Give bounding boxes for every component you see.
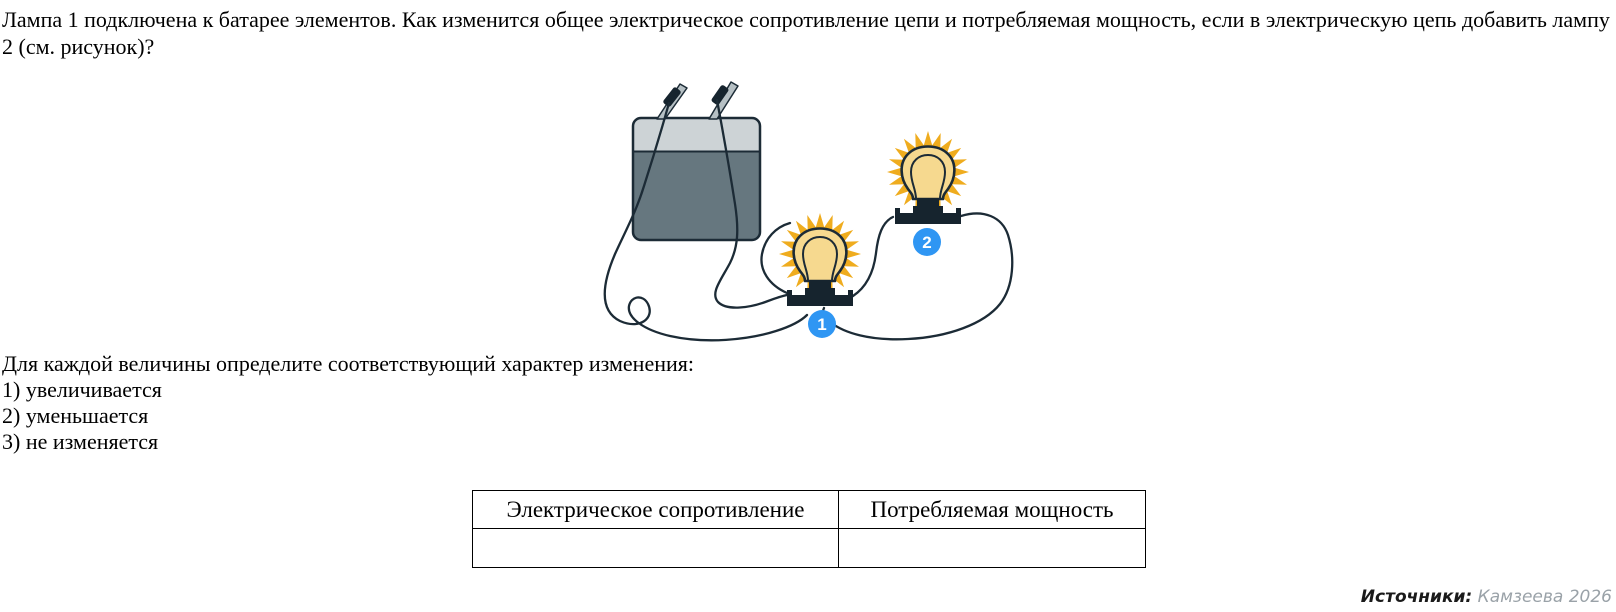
wire-battery-right-to-lamp1: [714, 98, 789, 309]
lamp-1-badge-label: 1: [817, 315, 826, 334]
lamp-2-filament: [909, 153, 947, 200]
answer-cell-power[interactable]: [838, 528, 1146, 568]
battery-outline: [631, 116, 762, 242]
lamp-2-badge-label: 2: [922, 233, 931, 252]
lamp-2-badge-circle: [913, 228, 941, 256]
option-decreases: 2) уменьшается: [2, 403, 149, 428]
answer-cell-resistance[interactable]: [472, 528, 839, 568]
wire-battery-left-loop: [603, 101, 809, 342]
question-text: Лампа 1 подключена к батарее элементов. …: [2, 7, 1610, 59]
lamp-1-screw: [809, 280, 831, 289]
lamp-1-badge: 1: [808, 310, 836, 338]
option-unchanged: 3) не изменяется: [2, 429, 159, 454]
instruction-prompt: Для каждой величины определите соответст…: [2, 351, 695, 376]
battery-top-band: [634, 119, 759, 151]
table-answer-row: [472, 528, 1146, 568]
lamp-2-badge: 2: [913, 228, 941, 256]
instruction-block: Для каждой величины определите соответст…: [2, 351, 694, 455]
circuit-figure: 1 2: [603, 81, 1014, 342]
battery-icon: [631, 81, 762, 242]
wire-clip-left: [663, 87, 681, 107]
lamp-1-filament: [801, 235, 839, 282]
wire-clip-right: [711, 85, 729, 105]
lamp-2-icon: [887, 131, 969, 224]
lamp-2-socket: [895, 206, 961, 224]
lamp-1-socket: [787, 288, 853, 306]
source-label: Источники:: [1360, 587, 1473, 607]
answer-table: Электрическое сопротивление Потребляемая…: [472, 490, 1146, 568]
header-resistance: Электрическое сопротивление: [472, 490, 839, 529]
lamp-1-badge-circle: [808, 310, 836, 338]
source-attribution: Источники: Камзеева 2026: [1361, 587, 1612, 607]
lamp-2-screw: [917, 198, 939, 207]
table-header-row: Электрическое сопротивление Потребляемая…: [472, 490, 1146, 529]
wire-hook-left-of-lamp1: [760, 221, 792, 295]
option-increases: 1) увеличивается: [2, 377, 162, 402]
wire-lamp1-to-lamp2: [851, 215, 895, 298]
header-power: Потребляемая мощность: [838, 490, 1146, 529]
lamp-1-icon: [779, 213, 861, 306]
source-value: Камзеева 2026: [1477, 587, 1612, 607]
